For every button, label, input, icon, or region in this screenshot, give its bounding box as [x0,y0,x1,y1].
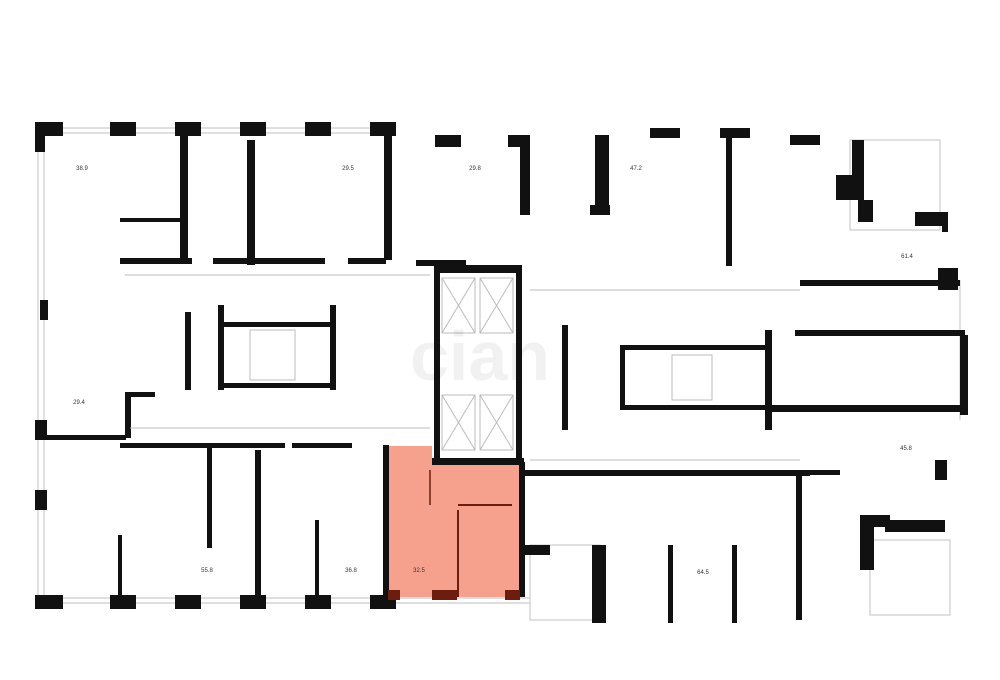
walls [35,122,968,623]
unit-area-label[interactable]: 38.9 [76,166,88,172]
unit-area-label[interactable]: 29.4 [73,400,85,406]
unit-area-label[interactable]: 55.8 [201,568,213,574]
area-labels: 38.9 29.5 29.8 47.2 61.4 29.4 55.8 36.8 … [73,166,913,576]
unit-area-label[interactable]: 29.5 [342,166,354,172]
watermark: cian [410,317,550,395]
unit-area-label[interactable]: 36.8 [345,568,357,574]
unit-area-label[interactable]: 32.5 [413,568,425,574]
unit-area-label[interactable]: 64.5 [697,570,709,576]
unit-area-label[interactable]: 47.2 [630,166,642,172]
unit-area-label[interactable]: 29.8 [469,166,481,172]
unit-area-label[interactable]: 45.8 [900,446,912,452]
highlighted-apartment[interactable] [388,446,522,597]
unit-area-label[interactable]: 61.4 [901,254,913,260]
